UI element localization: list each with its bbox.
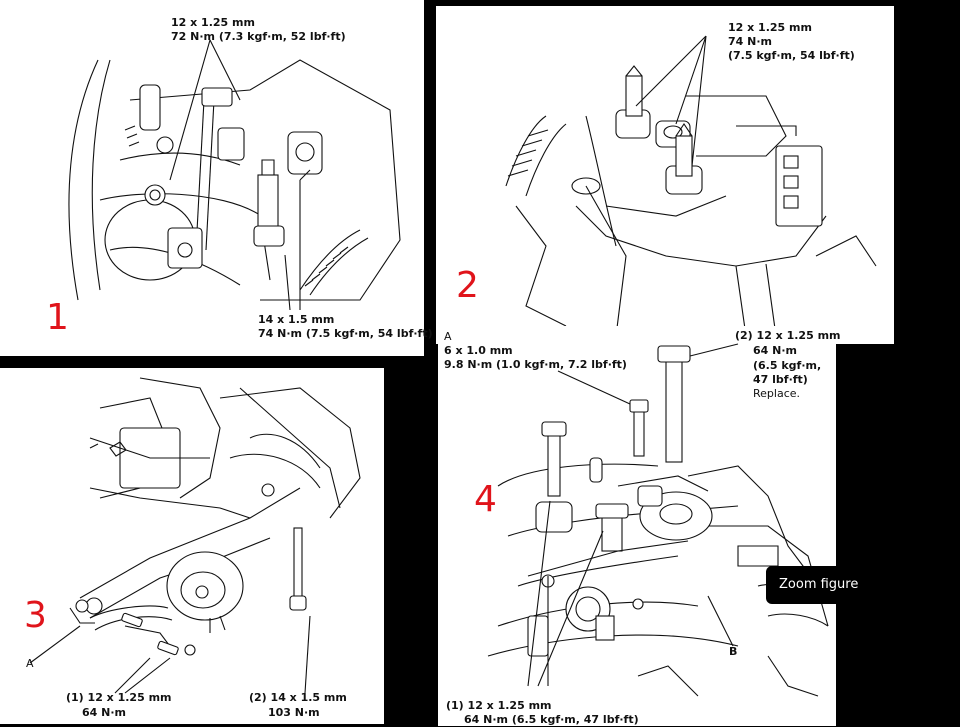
engine-mount-illustration-2 (505, 35, 877, 337)
torque-callout-2-size: (2) 14 x 1.5 mm (249, 691, 347, 704)
torque-callout-bottom-size: 14 x 1.5 mm (258, 313, 335, 326)
torque-callout-size: 12 x 1.25 mm (728, 21, 812, 34)
zoom-figure-button[interactable]: Zoom figure (766, 566, 858, 604)
engine-mount-illustration-1 (68, 39, 401, 311)
engine-mount-illustration-4 (487, 343, 829, 697)
panel-number: 4 (474, 479, 497, 520)
callout-a-size: 6 x 1.0 mm (444, 344, 513, 357)
diagram-panel-4: A 6 x 1.0 mm 9.8 N·m (1.0 kgf·m, 7.2 lbf… (438, 326, 841, 726)
label-b: B (729, 645, 738, 658)
callout-a-label: A (444, 330, 452, 343)
torque-callout-conversion: (7.5 kgf·m, 54 lbf·ft) (728, 49, 855, 62)
torque-callout-2-conv-1: (6.5 kgf·m, (753, 359, 822, 372)
torque-callout-value: 74 N·m (728, 35, 772, 48)
label-a: A (26, 657, 34, 670)
torque-callout-2-value: 64 N·m (753, 344, 797, 357)
torque-callout-top-size: 12 x 1.25 mm (171, 16, 255, 29)
torque-callout-2-size: (2) 12 x 1.25 mm (735, 329, 841, 342)
diagram-panel-2: 12 x 1.25 mm 74 N·m (7.5 kgf·m, 54 lbf·f… (436, 6, 894, 344)
torque-callout-1-size: (1) 12 x 1.25 mm (66, 691, 172, 704)
diagram-panel-1: 12 x 1.25 mm 72 N·m (7.3 kgf·m, 52 lbf·f… (0, 0, 433, 356)
engine-mount-illustration-3 (29, 377, 361, 694)
torque-callout-2-value: 103 N·m (268, 706, 320, 719)
callout-a-torque: 9.8 N·m (1.0 kgf·m, 7.2 lbf·ft) (444, 358, 627, 371)
torque-callout-top-value: 72 N·m (7.3 kgf·m, 52 lbf·ft) (171, 30, 346, 43)
replace-note: Replace. (753, 387, 801, 400)
panel-number: 1 (46, 297, 69, 338)
panel-number: 2 (456, 265, 479, 306)
torque-callout-bottom-value: 74 N·m (7.5 kgf·m, 54 lbf·ft) (258, 327, 433, 340)
torque-callout-1-size: (1) 12 x 1.25 mm (446, 699, 552, 712)
diagram-panel-3: A (1) 12 x 1.25 mm 64 N·m (2) 14 x 1.5 m… (0, 368, 384, 724)
torque-callout-1-value: 64 N·m (82, 706, 126, 719)
panel-number: 3 (24, 595, 47, 636)
torque-callout-2-conv-2: 47 lbf·ft) (753, 373, 808, 386)
torque-callout-1-value: 64 N·m (6.5 kgf·m, 47 lbf·ft) (464, 713, 639, 726)
